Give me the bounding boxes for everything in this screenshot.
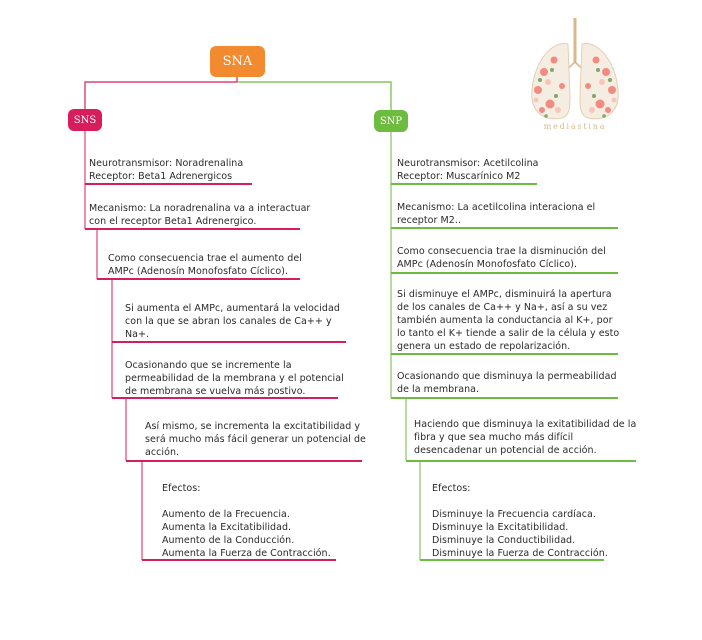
lungs-flower-icon [531, 18, 619, 120]
root-node-sna: SNA [210, 46, 265, 77]
branch-node-snp: SNP [374, 110, 408, 132]
sns-consequence: Como consecuencia trae el aumento del AM… [108, 253, 302, 277]
logo-text: mediastina [543, 122, 607, 131]
snp-effects: Efectos: Disminuye la Frecuencia cardíac… [432, 483, 608, 559]
snp-permeability: Ocasionando que disminuya la permeabilid… [397, 371, 617, 395]
sns-effects: Efectos: Aumento de la Frecuencia. Aumen… [162, 483, 331, 559]
sns-excitability: Así mismo, se incrementa la excitatibili… [145, 421, 366, 458]
snp-mechanism: Mecanismo: La acetilcolina interaciona e… [397, 202, 596, 226]
snp-neurotransmitter: Neurotransmisor: Acetilcolina Receptor: … [397, 158, 539, 182]
snp-ampc-effect: Si disminuye el AMPc, disminuirá la aper… [397, 289, 620, 352]
sns-permeability: Ocasionando que se incremente la permeab… [125, 360, 344, 397]
sns-mechanism: Mecanismo: La noradrenalina va a interac… [89, 203, 311, 227]
branch-node-sns: SNS [68, 109, 102, 131]
snp-consequence: Como consecuencia trae la disminución de… [397, 246, 606, 270]
sns-neurotransmitter: Neurotransmisor: Noradrenalina Receptor:… [89, 158, 244, 182]
sns-ampc-effect: Si aumenta el AMPc, aumentará la velocid… [125, 303, 340, 340]
snp-excitability: Haciendo que disminuya la exitatibilidad… [414, 419, 637, 456]
